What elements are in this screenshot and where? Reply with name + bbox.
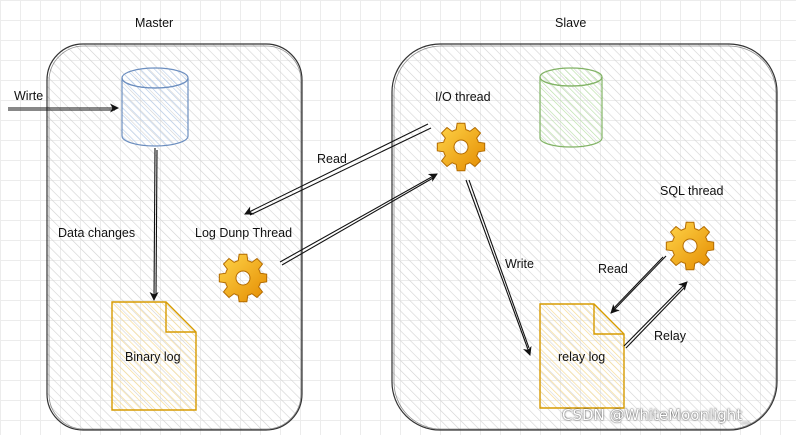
relay-log-document-icon <box>539 303 625 409</box>
read-request-label: Read <box>317 152 347 166</box>
binary-log-document-icon <box>111 301 197 411</box>
master-title: Master <box>135 16 174 30</box>
slave-title: Slave <box>555 16 587 30</box>
relay-label: Relay <box>654 329 686 343</box>
data-changes-label: Data changes <box>58 226 136 240</box>
binary-log-label: Binary log <box>125 350 181 364</box>
sql-thread-gear-icon <box>665 221 715 271</box>
io-thread-gear-icon <box>436 122 486 172</box>
io-write-label: Write <box>505 257 534 271</box>
sql-thread-label: SQL thread <box>660 184 724 198</box>
io-thread-label: I/O thread <box>435 90 491 104</box>
log-dump-thread-gear-icon <box>218 253 268 303</box>
sql-read-label: Read <box>598 262 628 276</box>
write-in-arrow <box>8 103 119 113</box>
relay-log-label: relay log <box>558 350 606 364</box>
master-database-icon <box>121 67 189 147</box>
watermark: CSDN @WhiteMoonlight_ <box>562 406 750 424</box>
data-changes-arrow <box>149 147 159 301</box>
slave-box <box>391 43 778 431</box>
log-dump-thread-label: Log Dunp Thread <box>195 226 293 240</box>
arrows <box>8 103 688 356</box>
read-request-arrow <box>244 123 432 216</box>
dump-to-io-arrow <box>279 173 438 266</box>
master-box <box>46 43 303 431</box>
sql-read-relay-arrow <box>610 255 667 314</box>
relay-to-sql-arrow <box>623 281 688 349</box>
write-in-label: Wirte <box>14 89 44 103</box>
slave-database-icon <box>539 67 603 148</box>
io-write-relay-arrow <box>465 179 532 356</box>
